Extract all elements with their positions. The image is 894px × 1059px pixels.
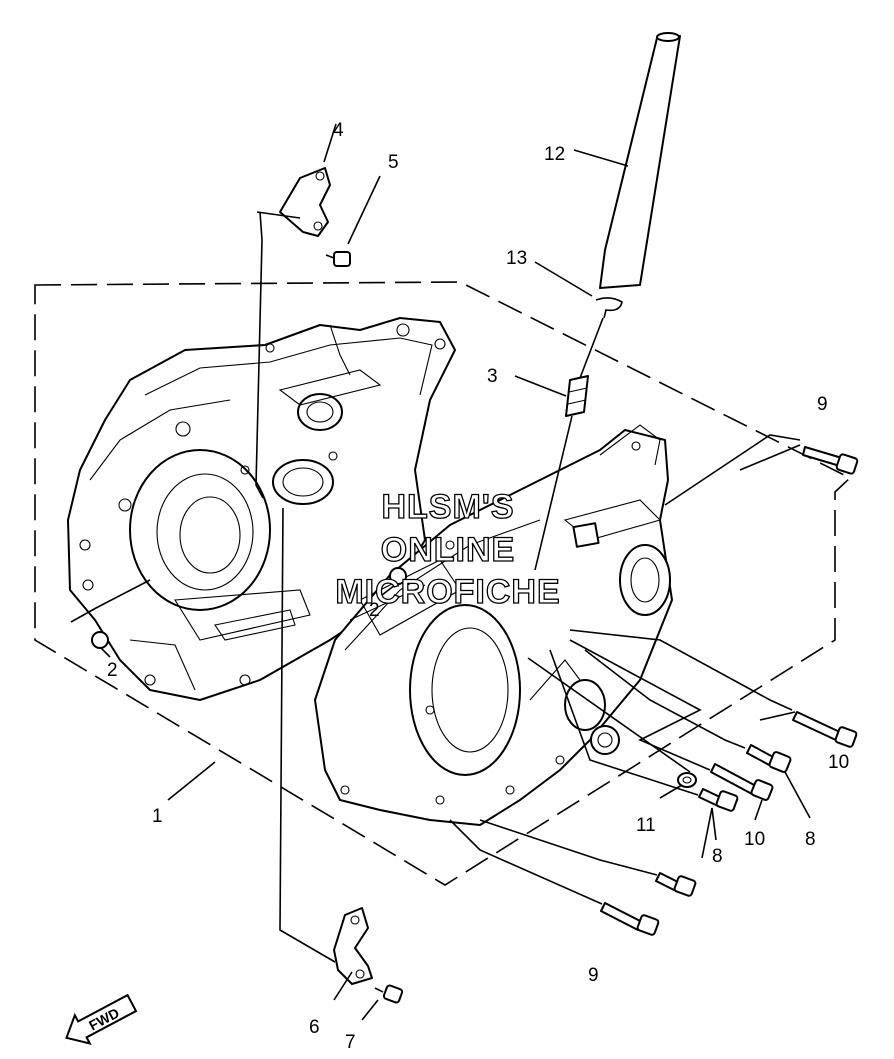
callout-6: 6	[309, 1017, 320, 1038]
bolt-8-middle	[698, 788, 739, 812]
left-crankcase-half	[67, 317, 456, 701]
callout-13: 13	[506, 248, 527, 269]
assembly-outline-dashed	[34, 281, 852, 886]
callout-11: 11	[636, 815, 656, 836]
bolt-10-upper	[792, 711, 858, 748]
retainer-plate-4	[279, 167, 331, 237]
watermark-line-2: ONLINE	[381, 531, 515, 569]
callout-4: 4	[333, 120, 344, 141]
callout-labels: 1 2 2 3 4 5 6 7 8 8 9 9 10 10 11 12 13	[107, 120, 849, 1053]
bolt-8-lower	[655, 872, 697, 897]
bolt-9-lower	[600, 902, 660, 936]
fwd-arrow-icon: FWD	[65, 993, 138, 1046]
callout-7: 7	[345, 1032, 356, 1053]
dowel-pin-2-center	[389, 567, 407, 585]
bolt-10-lower	[710, 763, 774, 801]
callout-3: 3	[487, 366, 498, 387]
bolt-8-upper	[746, 744, 792, 773]
callout-8-lower: 8	[712, 846, 723, 867]
retainer-plate-6	[333, 907, 373, 985]
screw-5	[325, 251, 351, 267]
bolt-9-upper	[802, 446, 859, 475]
hose-clip-13	[595, 297, 623, 319]
watermark-line-3: MICROFICHE	[335, 573, 560, 611]
pipe-fitting-3	[565, 375, 589, 417]
callout-9-lower: 9	[588, 965, 599, 986]
leader-lines	[70, 123, 811, 1021]
washer-11	[677, 772, 697, 788]
dowel-pin-2-left	[91, 631, 109, 649]
callout-9-upper: 9	[817, 394, 828, 415]
callout-10-middle: 10	[744, 829, 765, 850]
right-crankcase-half	[314, 424, 673, 826]
screw-7	[374, 984, 404, 1004]
callout-2-left: 2	[107, 660, 118, 681]
callout-12: 12	[544, 144, 565, 165]
callout-10-right: 10	[828, 752, 849, 773]
callout-8-right: 8	[805, 829, 816, 850]
callout-1: 1	[152, 806, 163, 827]
watermark: HLSM'S ONLINE MICROFICHE	[335, 487, 561, 611]
callout-2-center: 2	[369, 600, 380, 621]
watermark-line-1: HLSM'S	[381, 488, 514, 526]
callout-5: 5	[388, 152, 399, 173]
